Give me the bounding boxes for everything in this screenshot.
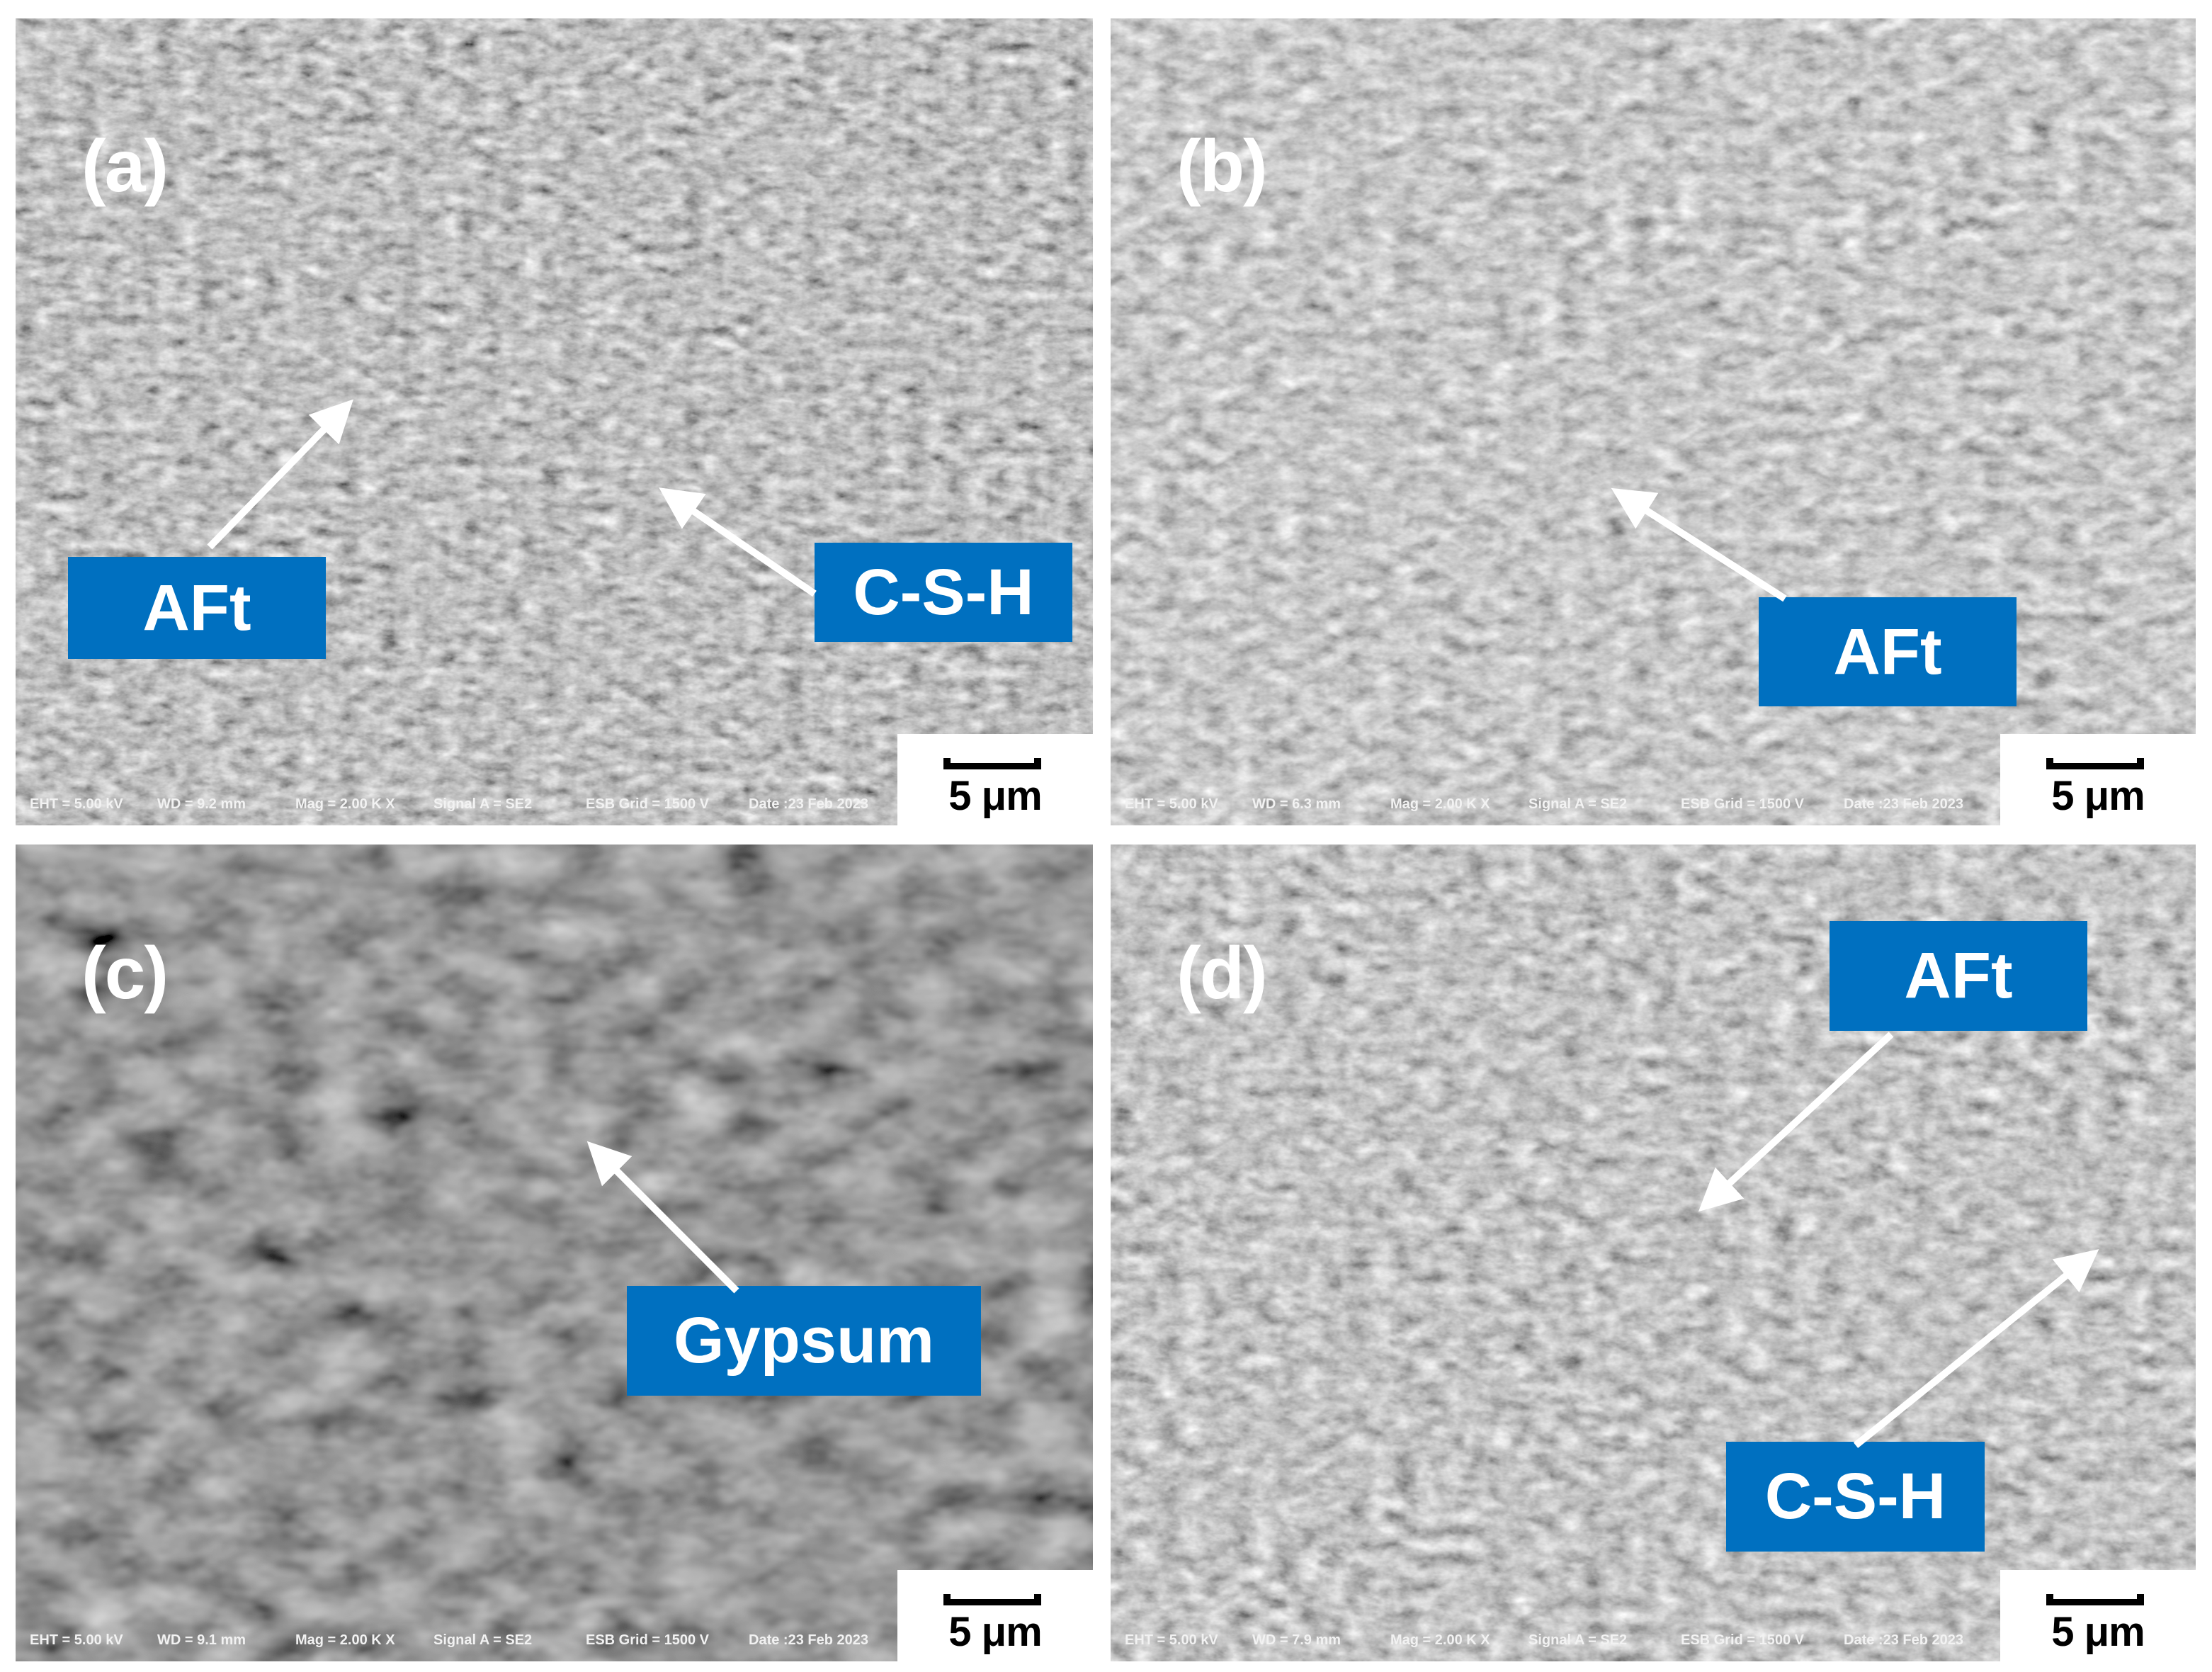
scale-label: 5 μm (948, 1609, 1042, 1655)
scale-label: 5 μm (948, 773, 1042, 819)
scale-label: 5 μm (2051, 773, 2145, 819)
sem-info-bar: EHT = 5.00 kV WD = 9.1 mm Mag = 2.00 K X… (16, 1619, 897, 1661)
sem-panel-b: (b) AFt EHT = 5.00 kV WD = 6.3 mm Mag = … (1111, 18, 2196, 825)
sem-micrograph-c (16, 845, 1093, 1661)
sem-micrograph-b (1111, 18, 2196, 825)
info-eht: EHT = 5.00 kV (1125, 1632, 1218, 1648)
callout-aft: AFt (1759, 597, 2017, 706)
info-mag: Mag = 2.00 K X (295, 1632, 395, 1648)
scale-bar-box: 5 μm (897, 1570, 1093, 1661)
info-wd: WD = 9.1 mm (157, 1632, 246, 1648)
info-mag: Mag = 2.00 K X (1390, 1632, 1490, 1648)
panel-label-c: (c) (81, 932, 169, 1015)
info-esb-grid: ESB Grid = 1500 V (1681, 796, 1804, 812)
sem-info-bar: EHT = 5.00 kV WD = 6.3 mm Mag = 2.00 K X… (1111, 783, 2000, 825)
sem-micrograph-a (16, 18, 1093, 825)
info-wd: WD = 7.9 mm (1252, 1632, 1342, 1648)
info-date: Date :23 Feb 2023 (1844, 796, 1963, 812)
sem-panel-a: (a) AFt C-S-H EHT = 5.00 kV WD = 9.2 mm … (16, 18, 1093, 825)
sem-info-bar: EHT = 5.00 kV WD = 9.2 mm Mag = 2.00 K X… (16, 783, 897, 825)
sem-panel-d: (d) AFt C-S-H EHT = 5.00 kV WD = 7.9 mm … (1111, 845, 2196, 1661)
scale-bar-box: 5 μm (2000, 734, 2196, 825)
callout-aft: AFt (1830, 921, 2087, 1031)
info-date: Date :23 Feb 2023 (1844, 1632, 1963, 1648)
callout-aft: AFt (68, 557, 326, 659)
info-signal: Signal A = SE2 (433, 796, 533, 812)
info-signal: Signal A = SE2 (433, 1632, 533, 1648)
scale-label: 5 μm (2051, 1609, 2145, 1655)
panel-label-b: (b) (1176, 125, 1268, 208)
info-mag: Mag = 2.00 K X (295, 796, 395, 812)
info-esb-grid: ESB Grid = 1500 V (586, 1632, 709, 1648)
info-esb-grid: ESB Grid = 1500 V (1681, 1632, 1804, 1648)
info-signal: Signal A = SE2 (1528, 796, 1628, 812)
scale-bar (2046, 1594, 2144, 1605)
info-eht: EHT = 5.00 kV (30, 1632, 123, 1648)
scale-bar-box: 5 μm (2000, 1570, 2196, 1661)
scale-bar (943, 1594, 1041, 1605)
sem-info-bar: EHT = 5.00 kV WD = 7.9 mm Mag = 2.00 K X… (1111, 1619, 2000, 1661)
info-wd: WD = 9.2 mm (157, 796, 246, 812)
info-esb-grid: ESB Grid = 1500 V (586, 796, 709, 812)
sem-panel-c: (c) Gypsum EHT = 5.00 kV WD = 9.1 mm Mag… (16, 845, 1093, 1661)
info-eht: EHT = 5.00 kV (1125, 796, 1218, 812)
callout-gypsum: Gypsum (627, 1286, 981, 1396)
panel-label-a: (a) (81, 125, 169, 208)
scale-bar-box: 5 μm (897, 734, 1093, 825)
scale-bar (2046, 758, 2144, 769)
panel-label-d: (d) (1176, 932, 1268, 1015)
scale-bar (943, 758, 1041, 769)
info-date: Date :23 Feb 2023 (749, 1632, 868, 1648)
info-wd: WD = 6.3 mm (1252, 796, 1342, 812)
info-eht: EHT = 5.00 kV (30, 796, 123, 812)
callout-csh: C-S-H (1726, 1442, 1985, 1552)
info-date: Date :23 Feb 2023 (749, 796, 868, 812)
callout-csh: C-S-H (815, 543, 1072, 642)
info-signal: Signal A = SE2 (1528, 1632, 1628, 1648)
info-mag: Mag = 2.00 K X (1390, 796, 1490, 812)
